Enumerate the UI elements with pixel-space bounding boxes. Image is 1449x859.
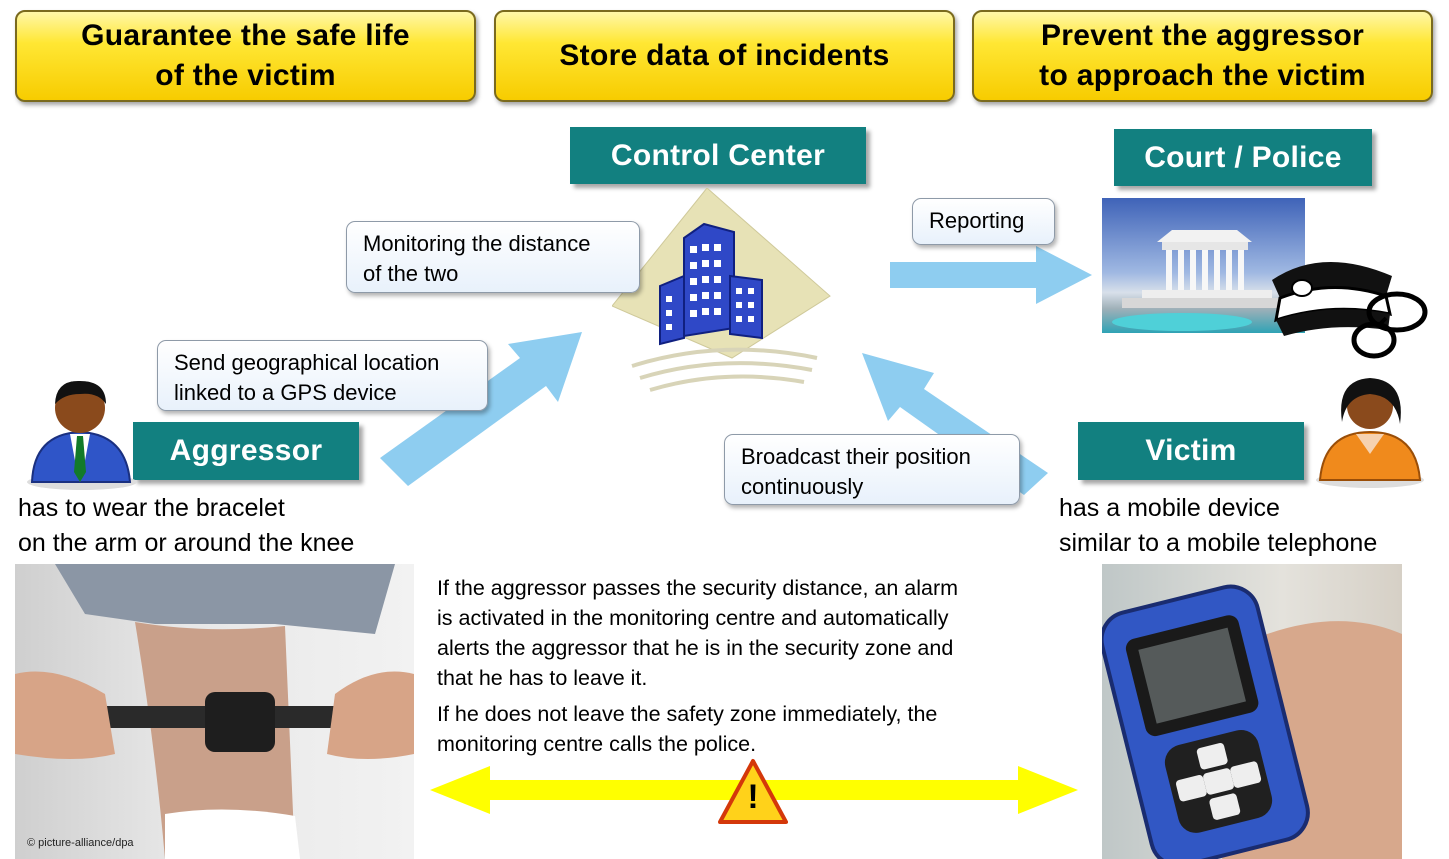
victim-person-icon xyxy=(1316,378,1424,488)
photo-credit: © picture-alliance/dpa xyxy=(27,837,134,849)
callout-reporting: Reporting xyxy=(912,198,1055,245)
callout-broadcast-position: Broadcast their position continuously xyxy=(724,434,1020,505)
leg-bracelet-icon xyxy=(15,564,414,859)
goal-guarantee-safe-life: Guarantee the safe life of the victim xyxy=(15,10,476,102)
court-police-label: Court / Police xyxy=(1114,129,1372,186)
goal-text: Prevent the aggressor to approach the vi… xyxy=(1039,19,1366,92)
arrow-center-to-court xyxy=(890,246,1092,304)
police-call-paragraph: If he does not leave the safety zone imm… xyxy=(437,702,938,756)
alarm-paragraph: If the aggressor passes the security dis… xyxy=(437,576,959,690)
gps-device-icon xyxy=(1102,584,1402,859)
bracelet-photo: © picture-alliance/dpa xyxy=(15,564,414,859)
mobile-device-photo xyxy=(1102,564,1402,859)
warning-symbol: ! xyxy=(747,778,759,816)
court-columns-icon xyxy=(1112,230,1292,331)
victim-label: Victim xyxy=(1078,422,1304,480)
goal-text: Guarantee the safe life of the victim xyxy=(81,19,410,92)
goal-prevent-approach: Prevent the aggressor to approach the vi… xyxy=(972,10,1433,102)
aggressor-person-icon xyxy=(27,380,137,490)
control-center-label: Control Center xyxy=(570,127,866,184)
victim-caption: has a mobile device similar to a mobile … xyxy=(1059,494,1378,557)
aggressor-label: Aggressor xyxy=(133,422,359,480)
callout-send-location: Send geographical location linked to a G… xyxy=(157,340,488,411)
goal-text: Store data of incidents xyxy=(559,39,890,72)
warning-icon xyxy=(718,759,788,824)
building-icon xyxy=(612,188,831,392)
callout-monitoring-distance: Monitoring the distance of the two xyxy=(346,221,640,293)
police-cap-handcuffs-icon xyxy=(1272,261,1428,359)
goal-store-data: Store data of incidents xyxy=(494,10,955,102)
court-building-image xyxy=(1102,198,1305,333)
aggressor-caption: has to wear the bracelet on the arm or a… xyxy=(18,494,355,557)
